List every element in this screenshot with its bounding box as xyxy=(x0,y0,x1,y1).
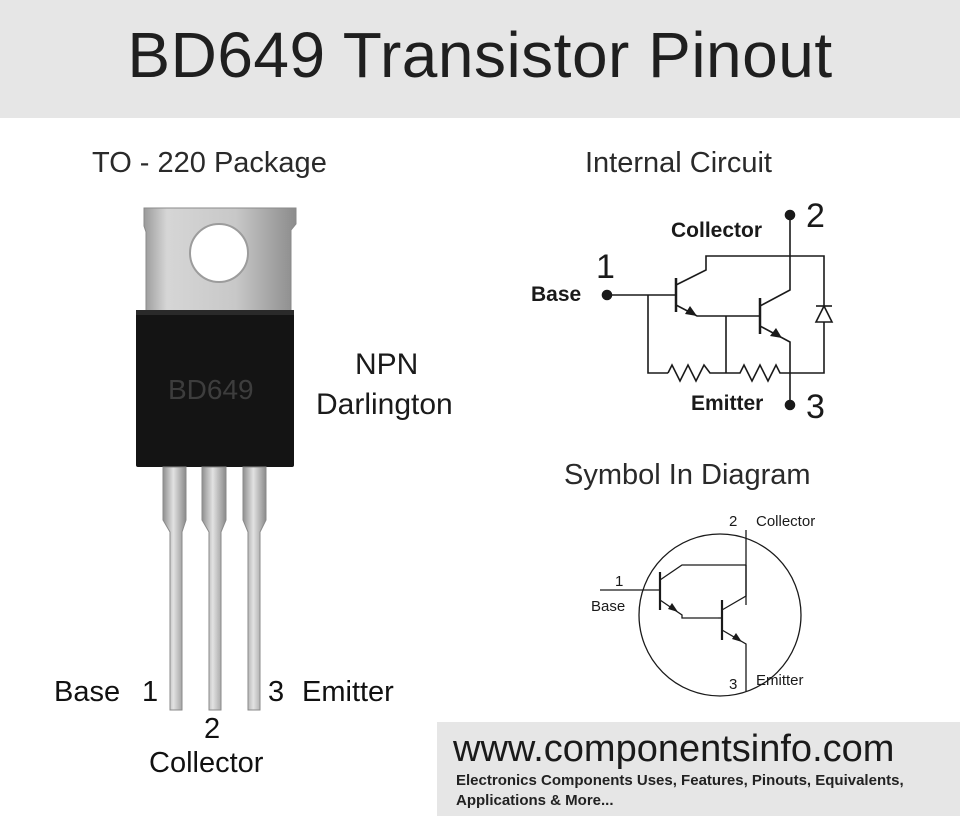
pkg-collector-label: Collector xyxy=(149,747,264,779)
lead-base xyxy=(162,466,187,711)
lead-collector xyxy=(201,466,227,711)
sym-collector-num: 2 xyxy=(729,513,738,530)
darlington-symbol xyxy=(600,530,802,697)
pkg-collector-num: 2 xyxy=(204,713,221,745)
footer-banner xyxy=(437,722,960,816)
chip-body xyxy=(136,310,294,467)
pkg-emitter-num: 3 xyxy=(268,676,285,708)
circ-collector-label: Collector xyxy=(671,219,763,242)
to220-package xyxy=(136,207,297,711)
tagline-line1: Electronics Components Uses, Features, P… xyxy=(456,772,904,789)
page-title: BD649 Transistor Pinout xyxy=(127,19,833,91)
circ-collector-num: 2 xyxy=(806,197,825,235)
sym-base-label: Base xyxy=(591,598,626,615)
chip-marking: BD649 xyxy=(168,374,254,405)
header-banner xyxy=(0,0,960,118)
sym-emitter-num: 3 xyxy=(729,676,738,693)
internal-circuit xyxy=(601,209,834,411)
circ-emitter-label: Emitter xyxy=(691,392,764,415)
site-url[interactable]: www.componentsinfo.com xyxy=(453,728,895,770)
symbol-circle xyxy=(638,533,802,697)
mounting-hole xyxy=(189,223,249,283)
lead-emitter xyxy=(242,466,267,711)
pkg-base-label: Base xyxy=(54,676,121,708)
circ-emitter-num: 3 xyxy=(806,388,825,426)
tagline-line2: Applications & More... xyxy=(456,792,614,809)
pkg-base-num: 1 xyxy=(142,676,159,708)
internal-circuit-heading: Internal Circuit xyxy=(585,147,772,179)
circ-base-num: 1 xyxy=(596,248,615,286)
sym-emitter-label: Emitter xyxy=(756,672,804,689)
type-npn: NPN xyxy=(355,348,419,381)
symbol-heading: Symbol In Diagram xyxy=(564,459,811,491)
type-darlington: Darlington xyxy=(316,388,453,421)
pkg-emitter-label: Emitter xyxy=(302,676,394,708)
sym-base-num: 1 xyxy=(615,573,624,590)
sym-collector-label: Collector xyxy=(756,513,816,530)
package-heading: TO - 220 Package xyxy=(92,147,327,179)
circ-base-label: Base xyxy=(531,283,582,306)
